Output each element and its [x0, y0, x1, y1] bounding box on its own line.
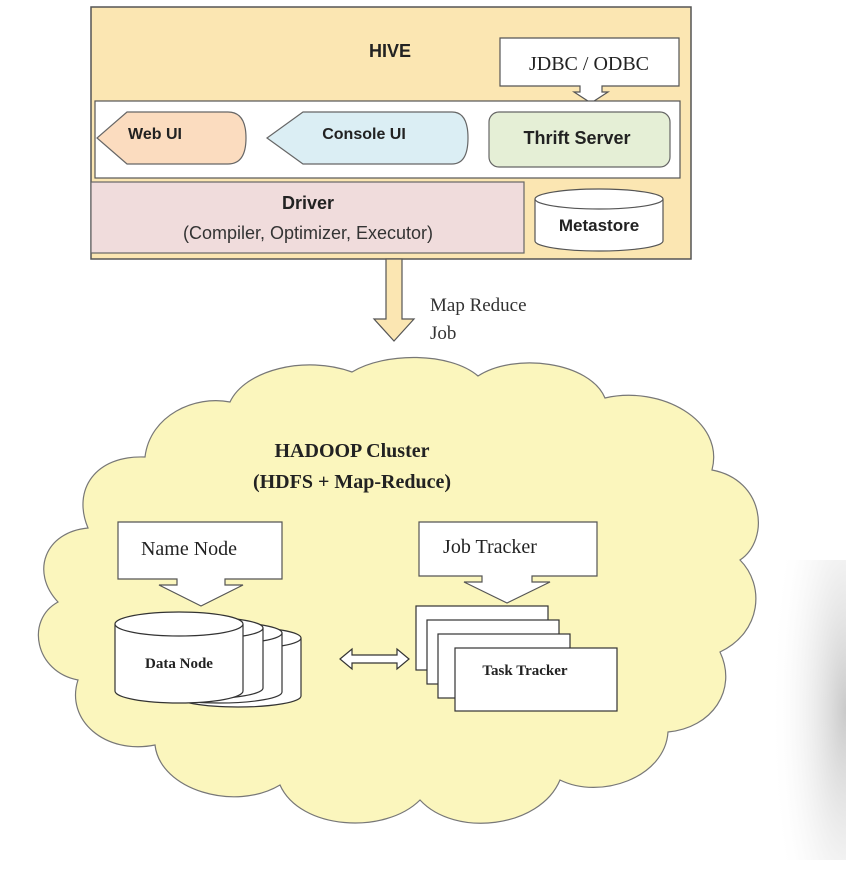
- jdbc-odbc-callout: [499, 37, 680, 104]
- job-tracker-callout: [418, 521, 598, 604]
- web-ui-shape[interactable]: [96, 111, 247, 165]
- hive-title: HIVE: [369, 41, 411, 61]
- edge-shadow: [770, 560, 846, 860]
- hive-block: HIVE JDBC / ODBC Web UI Console UI Thrif…: [90, 6, 692, 260]
- jdbc-odbc-label: JDBC / ODBC: [529, 53, 649, 75]
- data-node-stack[interactable]: [114, 611, 302, 708]
- data-node-cylinder-1: [114, 611, 244, 704]
- connector-label-line2: Job: [430, 323, 456, 344]
- data-node-label: Data Node: [145, 656, 213, 672]
- hadoop-cloud: [37, 356, 759, 824]
- driver-box[interactable]: [90, 181, 525, 254]
- hadoop-title-line2: (HDFS + Map-Reduce): [253, 471, 451, 493]
- name-node-callout: [117, 521, 283, 607]
- task-tracker-label: Task Tracker: [482, 663, 567, 679]
- hadoop-title-line1: HADOOP Cluster: [275, 440, 430, 462]
- metastore-label: Metastore: [559, 216, 639, 235]
- thrift-server-box[interactable]: [488, 111, 671, 168]
- thrift-server-label: Thrift Server: [523, 128, 630, 148]
- name-node-label: Name Node: [141, 538, 237, 560]
- driver-subtitle: (Compiler, Optimizer, Executor): [183, 223, 433, 243]
- map-reduce-arrow: [372, 258, 416, 342]
- task-tracker-stack[interactable]: [415, 605, 618, 712]
- web-ui-label: Web UI: [128, 126, 182, 143]
- task-tracker-page-4: [454, 647, 618, 712]
- connector-label-line1: Map Reduce: [430, 295, 527, 316]
- console-ui-label: Console UI: [322, 126, 406, 143]
- metastore-cylinder[interactable]: [534, 188, 664, 252]
- console-ui-shape[interactable]: [265, 111, 469, 165]
- double-arrow: [339, 647, 410, 671]
- job-tracker-label: Job Tracker: [443, 536, 537, 558]
- driver-title: Driver: [282, 193, 334, 213]
